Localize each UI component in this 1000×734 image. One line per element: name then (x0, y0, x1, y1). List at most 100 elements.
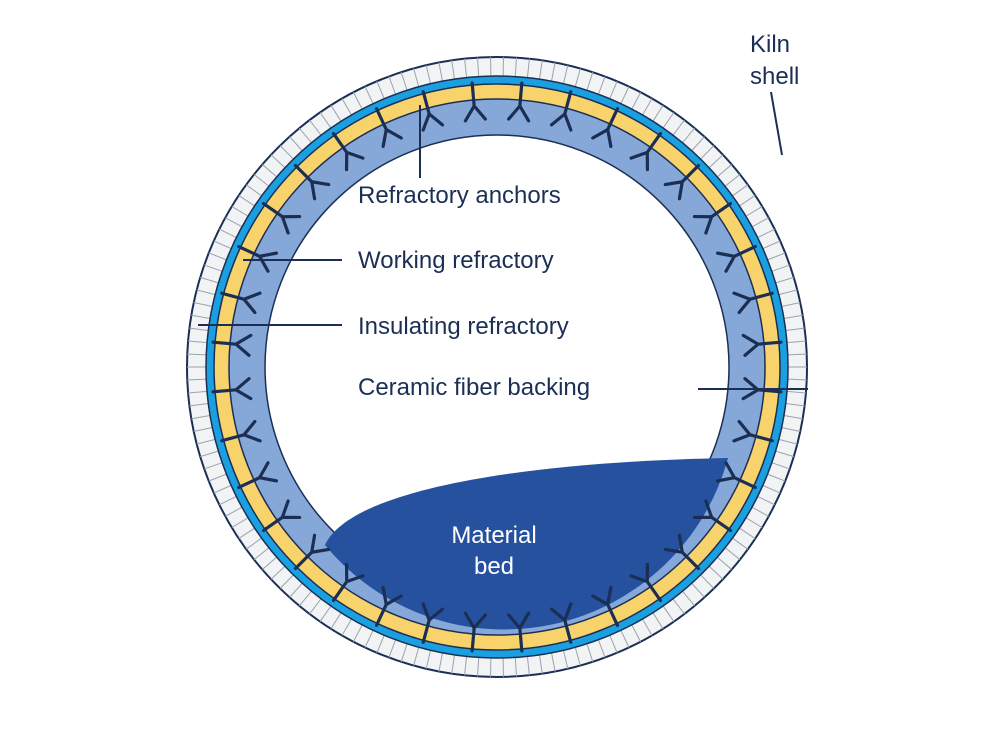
y-anchor-icon (261, 201, 302, 235)
shell-segment-tick (771, 462, 790, 470)
shell-segment-tick (213, 240, 232, 250)
shell-segment-tick (189, 327, 209, 332)
y-anchor-icon (463, 81, 487, 123)
label-kiln-shell-line2: shell (750, 63, 799, 90)
shell-segment-tick (642, 618, 653, 636)
y-anchor-icon (331, 562, 365, 603)
y-anchor-icon (507, 81, 531, 123)
y-anchor-icon (732, 419, 774, 443)
y-anchor-icon (549, 90, 573, 132)
shell-segment-tick (477, 657, 480, 677)
leader-kiln-shell (770, 91, 783, 156)
shell-segment-tick (299, 590, 312, 607)
shell-segment-tick (783, 415, 803, 420)
shell-segment-tick (597, 639, 606, 658)
shell-segment-tick (539, 654, 543, 674)
y-anchor-icon (715, 244, 757, 273)
shell-segment-tick (352, 92, 363, 110)
shell-segment-tick (786, 390, 806, 394)
shell-segment-tick (562, 650, 569, 669)
shell-segment-tick (464, 656, 468, 676)
y-anchor-icon (591, 107, 620, 149)
shell-segment-tick (700, 574, 715, 589)
shell-segment-tick (762, 484, 781, 494)
shell-segment-tick (786, 340, 806, 344)
shell-segment-tick (238, 527, 255, 539)
shell-segment-tick (364, 86, 374, 104)
y-anchor-icon (663, 533, 701, 571)
shell-segment-tick (438, 62, 443, 82)
shell-segment-tick (732, 184, 749, 197)
y-anchor-icon (663, 163, 701, 201)
shell-segment-tick (757, 495, 775, 506)
shell-segment-tick (586, 643, 594, 662)
shell-segment-tick (451, 654, 455, 674)
shell-segment-tick (785, 327, 805, 332)
refractory-anchors (211, 81, 783, 653)
y-anchor-icon (421, 602, 445, 644)
shell-segment-tick (662, 112, 675, 129)
shell-segment-tick (208, 473, 227, 482)
shell-segment-tick (514, 57, 517, 77)
y-anchor-icon (692, 201, 733, 235)
shell-segment-tick (724, 547, 741, 560)
shell-segment-tick (200, 450, 219, 458)
shell-segment-tick (700, 145, 715, 160)
shell-segment-tick (586, 72, 594, 91)
shell-segment-tick (231, 517, 249, 529)
shell-segment-tick (200, 276, 219, 284)
shell-segment-tick (189, 402, 209, 407)
shell-segment-tick (682, 590, 695, 607)
shell-segment-tick (787, 378, 807, 381)
y-anchor-icon (715, 461, 757, 490)
shell-segment-tick (219, 495, 237, 506)
shell-segment-tick (745, 205, 763, 217)
y-anchor-icon (732, 291, 774, 315)
shell-segment-tick (691, 582, 705, 598)
shell-segment-tick (193, 427, 213, 432)
shell-segment-tick (191, 314, 211, 319)
shell-segment-tick (376, 635, 385, 653)
shell-segment-tick (732, 537, 749, 550)
shell-segment-tick (716, 556, 732, 570)
shell-segment-tick (652, 612, 664, 630)
shell-segment-tick (526, 656, 530, 676)
shell-segment-tick (188, 340, 208, 344)
shell-segment-tick (620, 630, 630, 648)
shell-segment-tick (781, 302, 801, 307)
y-anchor-icon (741, 333, 783, 357)
y-anchor-icon (293, 533, 331, 571)
shell-segment-tick (319, 605, 332, 622)
shell-segment-tick (238, 195, 255, 207)
shell-segment-tick (739, 195, 756, 207)
shell-segment-tick (631, 624, 642, 642)
shell-segment-tick (438, 652, 443, 672)
shell-segment-tick (597, 76, 606, 95)
shell-segment-tick (352, 624, 363, 642)
shell-segment-tick (642, 98, 653, 116)
shell-segment-tick (187, 353, 207, 356)
y-anchor-icon (374, 585, 403, 627)
label-kiln-shell-line1: Kiln (750, 31, 790, 58)
y-anchor-icon (629, 562, 663, 603)
shell-segment-tick (745, 517, 763, 529)
shell-segment-tick (751, 217, 769, 228)
shell-segment-tick (204, 264, 223, 272)
shell-segment-tick (477, 57, 480, 77)
shell-segment-tick (551, 652, 556, 672)
material-bed (325, 458, 728, 630)
shell-segment-tick (631, 92, 642, 110)
label-refractory-anchors: Refractory anchors (358, 182, 561, 209)
shell-segment-tick (767, 252, 786, 261)
label-working-refractory: Working refractory (358, 247, 554, 274)
shell-segment-tick (400, 72, 408, 91)
shell-segment-tick (652, 104, 664, 122)
shell-segment-tick (219, 228, 237, 239)
label-material-bed-line2: bed (474, 553, 514, 580)
label-ceramic-fiber-backing: Ceramic fiber backing (358, 374, 590, 401)
shell-segment-tick (330, 612, 342, 630)
shell-segment-tick (196, 438, 216, 445)
shell-segment-tick (762, 240, 781, 250)
shell-segment-tick (245, 537, 262, 550)
shell-segment-tick (188, 390, 208, 394)
